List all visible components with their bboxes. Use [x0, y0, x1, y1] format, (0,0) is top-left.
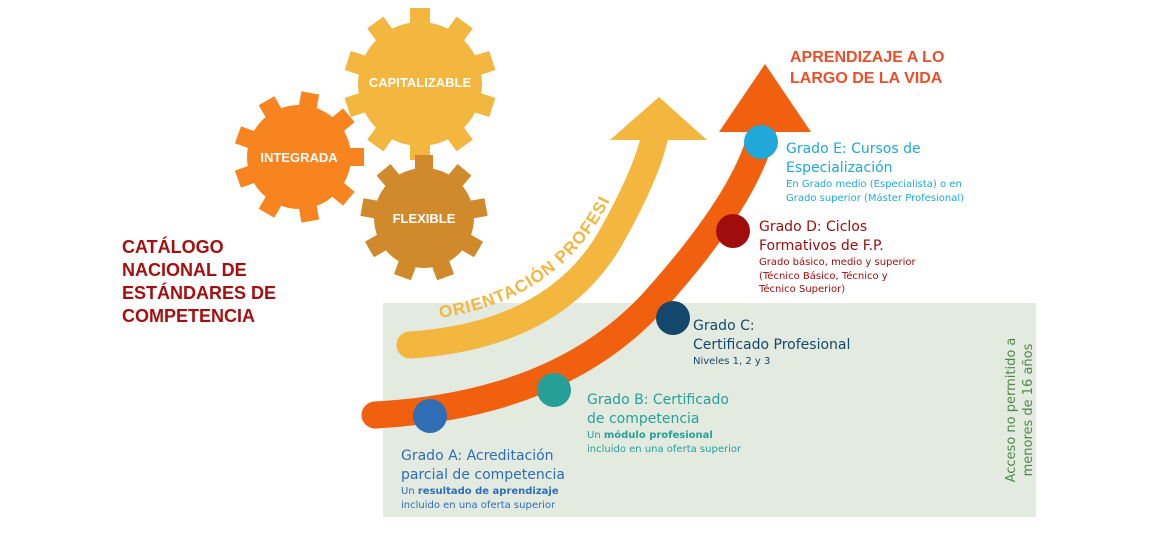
grade-d-dot: [716, 214, 750, 248]
gear-label-capitalizable: CAPITALIZABLE: [368, 75, 472, 90]
grade-d-text: Grado D: Ciclos Formativos de F.P. Grado…: [759, 218, 916, 297]
grade-e-text: Grado E: Cursos de Especialización En Gr…: [786, 140, 964, 205]
grade-c-desc: Niveles 1, 2 y 3: [693, 356, 771, 367]
lifelong-title-line: APRENDIZAJE A LO: [790, 49, 945, 66]
grade-b-desc-bold: módulo profesional: [603, 430, 713, 441]
gear-integrada-icon: [234, 91, 364, 223]
lifelong-learning-title: APRENDIZAJE A LO LARGO DE LA VIDA: [790, 47, 944, 89]
grade-a-desc: incluido en una oferta superior: [401, 499, 556, 511]
grade-b-name: de competencia: [587, 411, 700, 427]
grade-a-desc: Un: [401, 486, 415, 497]
grade-c-name: Grado C:: [693, 318, 755, 334]
lifelong-learning-arrowhead: [719, 64, 811, 132]
grade-b-name: Grado B: Certificado: [587, 392, 729, 408]
grade-b-desc: incluido en una oferta superior: [587, 443, 742, 455]
grade-c-name: Certificado Profesional: [693, 337, 851, 353]
grade-d-desc: Técnico Superior): [759, 284, 846, 295]
access-note-line: menores de 16 años: [1021, 343, 1036, 477]
grade-a-dot: [413, 399, 447, 433]
grade-e-dot: [744, 125, 778, 159]
grade-c-dot: [656, 301, 690, 335]
grade-d-name: Formativos de F.P.: [759, 238, 884, 254]
gear-label-flexible: FLEXIBLE: [392, 211, 456, 226]
gear-flexible-icon: [360, 155, 488, 281]
orientation-arrow-shaft: [396, 121, 669, 359]
access-note: Acceso no permitido a menores de 16 años: [1003, 338, 1037, 483]
grade-b-text: Grado B: Certificado de competencia Un m…: [587, 391, 741, 456]
grade-e-desc: Grado superior (Máster Profesional): [786, 192, 964, 204]
gear-label-integrada: INTEGRADA: [260, 150, 338, 165]
grade-a-name: Grado A: Acreditación: [401, 448, 554, 464]
grade-c-text: Grado C: Certificado Profesional Niveles…: [693, 317, 850, 369]
grade-d-desc: Grado básico, medio y superior: [759, 257, 916, 268]
grade-a-desc-bold: resultado de aprendizaje: [417, 486, 559, 497]
grade-e-name: Especialización: [786, 160, 893, 176]
grade-d-name: Grado D: Ciclos: [759, 219, 868, 235]
grade-e-name: Grado E: Cursos de: [786, 141, 921, 157]
catalog-title-line: NACIONAL DE: [122, 260, 247, 280]
grade-b-dot: [537, 373, 571, 407]
orientation-arrowhead: [610, 97, 707, 140]
catalog-title-line: CATÁLOGO: [122, 237, 224, 257]
lifelong-title-line: LARGO DE LA VIDA: [790, 70, 943, 87]
catalog-title-line: ESTÁNDARES DE: [122, 283, 277, 303]
grade-e-desc: En Grado medio (Especialista) o en: [786, 179, 962, 190]
grade-a-name: parcial de competencia: [401, 467, 565, 483]
grade-b-desc: Un: [587, 430, 601, 441]
access-note-line: Acceso no permitido a: [1004, 337, 1019, 483]
catalog-title-line: COMPETENCIA: [122, 306, 256, 326]
grade-a-text: Grado A: Acreditación parcial de compete…: [401, 447, 565, 512]
lifelong-learning-arrow-shaft: [361, 101, 779, 429]
catalog-title: CATÁLOGO NACIONAL DE ESTÁNDARES DE COMPE…: [122, 236, 276, 328]
grade-d-desc: (Técnico Básico, Técnico y: [759, 270, 888, 282]
